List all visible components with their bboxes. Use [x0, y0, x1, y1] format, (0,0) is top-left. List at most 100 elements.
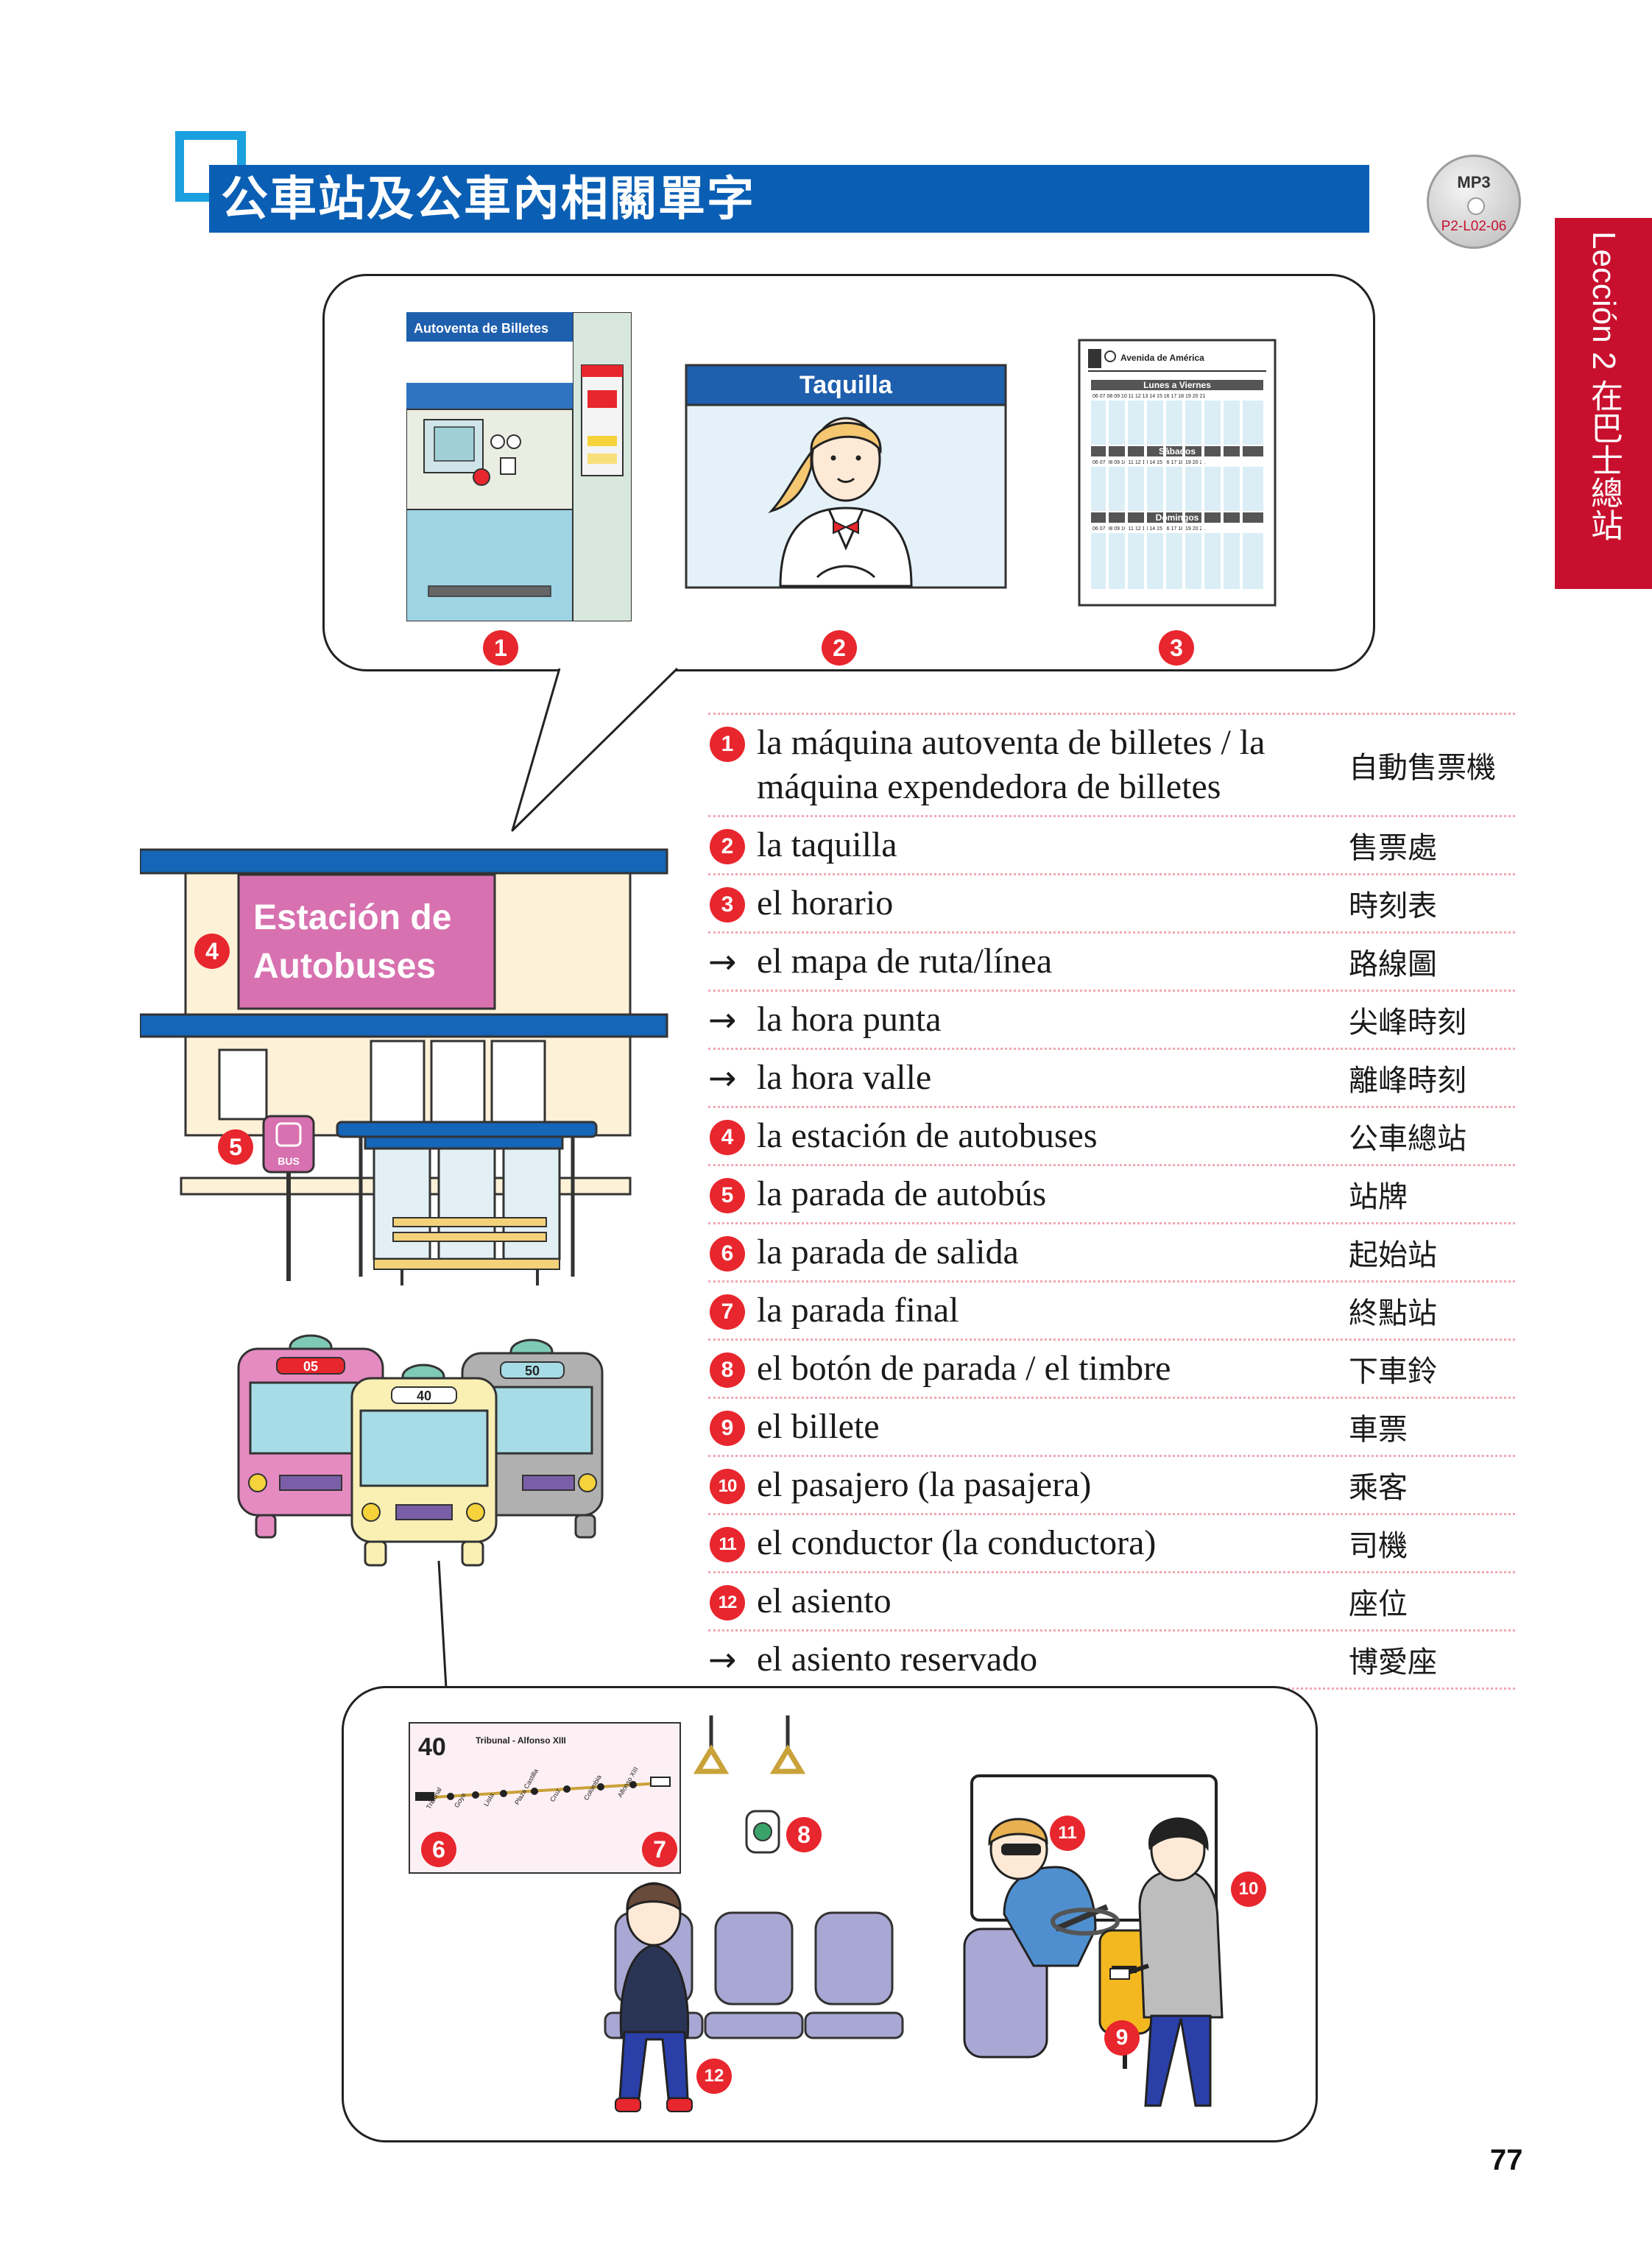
vocab-chinese: 站牌 [1349, 1180, 1408, 1214]
vocab-row: 6 la parada de salida 起始站 [708, 1222, 1515, 1280]
vocab-spanish: el botón de parada / el timbre [757, 1349, 1171, 1388]
vocab-marker: 6 [710, 1236, 745, 1271]
vocab-row: → el asiento reservado 博愛座 [708, 1629, 1515, 1690]
arrow-icon: → [708, 1058, 737, 1098]
timetable-section-weekdays: Lunes a Viernes 06 07 08 09 10 11 12 13 … [1091, 380, 1263, 445]
buses-illustration: 05 50 40 [237, 1334, 604, 1567]
svg-text:40: 40 [417, 1389, 431, 1403]
vocab-marker: 3 [710, 887, 745, 923]
bus-stop-sign: BUS [278, 1155, 300, 1167]
marker-8: 8 [786, 1817, 822, 1852]
vocab-marker: 10 [710, 1469, 745, 1504]
vocab-chinese: 自動售票機 [1349, 751, 1496, 785]
vocab-spanish: la taquilla [757, 825, 897, 864]
standing-passenger [1109, 1817, 1224, 2107]
svg-text:05: 05 [303, 1359, 318, 1374]
vocab-row: → la hora punta 尖峰時刻 [708, 990, 1515, 1048]
vocab-chinese: 終點站 [1349, 1297, 1437, 1330]
bus-station-illustration: Estación de Autobuses BUS [140, 848, 668, 1285]
vocab-chinese: 時刻表 [1349, 889, 1437, 923]
vocab-row: 11 el conductor (la conductora) 司機 [708, 1513, 1515, 1571]
marker-2: 2 [822, 630, 857, 666]
vocab-chinese: 公車總站 [1349, 1122, 1466, 1156]
route-title: Tribunal - Alfonso XIII [476, 1735, 566, 1746]
marker-4: 4 [194, 934, 230, 969]
mp3-disc-icon[interactable]: MP3 P2-L02-06 [1427, 155, 1521, 249]
vocab-spanish: la máquina autoventa de billetes / la má… [757, 723, 1266, 806]
vocab-marker: 11 [710, 1527, 745, 1562]
timetable-section-saturdays: Sábados 06 07 08 09 10 11 12 13 14 15 16… [1091, 446, 1263, 511]
mp3-track-code: P2-L02-06 [1441, 219, 1507, 234]
vocab-row: 7 la parada final 終點站 [708, 1280, 1515, 1338]
vocab-chinese: 離峰時刻 [1349, 1064, 1466, 1098]
vocab-row: 4 la estación de autobuses 公車總站 [708, 1106, 1515, 1164]
marker-3: 3 [1159, 630, 1194, 666]
title-bar [209, 165, 1369, 233]
vocab-marker: 1 [710, 727, 745, 762]
page-number: 77 [1490, 2144, 1523, 2176]
marker-10: 10 [1231, 1872, 1266, 1907]
vocab-chinese: 乘客 [1349, 1471, 1408, 1505]
vocab-marker: 8 [710, 1352, 745, 1388]
vocab-row: 8 el botón de parada / el timbre 下車鈴 [708, 1338, 1515, 1397]
vocab-spanish: la parada de autobús [757, 1174, 1047, 1213]
vocab-row: 1 la máquina autoventa de billetes / la … [708, 713, 1515, 815]
disc-hole [1467, 197, 1485, 215]
machine-sign: Autoventa de Billetes [414, 321, 548, 336]
marker-5: 5 [218, 1129, 253, 1165]
marker-1: 1 [483, 630, 518, 666]
vocab-marker: 2 [710, 829, 745, 864]
vocab-marker: 7 [710, 1294, 745, 1330]
arrow-icon: → [708, 1000, 737, 1040]
arrow-icon: → [708, 942, 737, 981]
vocab-spanish: la parada final [757, 1291, 959, 1330]
vocab-chinese: 路線圖 [1349, 948, 1437, 981]
vocab-marker: 12 [710, 1585, 745, 1620]
vocab-spanish: la estación de autobuses [757, 1116, 1098, 1155]
marker-6: 6 [421, 1832, 456, 1867]
vocab-chinese: 下車鈴 [1349, 1355, 1437, 1389]
vocab-spanish: el mapa de ruta/línea [757, 942, 1053, 981]
svg-text:06 07 08 09 10 11 12 13 14 15: 06 07 08 09 10 11 12 13 14 15 16 17 18 1… [1092, 526, 1205, 532]
vocab-spanish: el asiento [757, 1581, 892, 1620]
vocab-row: 3 el horario 時刻表 [708, 873, 1515, 931]
vocab-spanish: la hora punta [757, 1000, 942, 1039]
mp3-label: MP3 [1457, 173, 1491, 191]
vocab-row: → la hora valle 離峰時刻 [708, 1048, 1515, 1106]
svg-text:Domingos: Domingos [1156, 512, 1199, 523]
timetable-title: Avenida de América [1120, 353, 1204, 363]
vocab-chinese: 起始站 [1349, 1238, 1437, 1272]
vocab-chinese: 博愛座 [1349, 1646, 1437, 1679]
svg-text:06 07 08 09 10 11 12 13 14 15: 06 07 08 09 10 11 12 13 14 15 16 17 18 1… [1092, 394, 1205, 399]
marker-9: 9 [1104, 2020, 1140, 2056]
vocab-row: 5 la parada de autobús 站牌 [708, 1164, 1515, 1222]
bus-40: 40 [350, 1364, 498, 1567]
vocab-row: → el mapa de ruta/línea 路線圖 [708, 931, 1515, 990]
svg-text:Lunes a Viernes: Lunes a Viernes [1143, 380, 1211, 390]
vocab-row: 10 el pasajero (la pasajera) 乘客 [708, 1455, 1515, 1513]
lesson-side-tab: Lección 2 在巴士總站 [1555, 218, 1652, 589]
vocabulary-list: 1 la máquina autoventa de billetes / la … [708, 713, 1515, 1690]
timetable-section-sundays: Domingos 06 07 08 09 10 11 12 13 14 15 1… [1091, 512, 1263, 589]
vocab-row: 2 la taquilla 售票處 [708, 815, 1515, 873]
seated-passenger [615, 1882, 693, 2112]
vocab-chinese: 售票處 [1349, 831, 1437, 865]
vocab-spanish: la parada de salida [757, 1232, 1019, 1271]
vocab-chinese: 司機 [1349, 1529, 1408, 1563]
vocab-spanish: el pasajero (la pasajera) [757, 1465, 1092, 1504]
svg-text:06 07 08 09 10 11 12 13 14 15: 06 07 08 09 10 11 12 13 14 15 16 17 18 1… [1092, 460, 1205, 465]
svg-text:Sábados: Sábados [1159, 446, 1196, 456]
vocab-spanish: el asiento reservado [757, 1640, 1038, 1679]
ticket-machine-illustration: Autoventa de Billetes [406, 312, 632, 621]
driver [988, 1818, 1120, 1967]
marker-7: 7 [642, 1832, 677, 1867]
lesson-label: Lección 2 在巴士總站 [1586, 231, 1622, 541]
vocab-chinese: 座位 [1349, 1587, 1408, 1621]
vocab-marker: 9 [710, 1411, 745, 1446]
arrow-icon: → [708, 1640, 737, 1679]
svg-text:50: 50 [525, 1364, 540, 1378]
vocab-chinese: 尖峰時刻 [1349, 1006, 1466, 1040]
page-title: 公車站及公車內相關單字 [221, 172, 755, 227]
vocab-row: 12 el asiento 座位 [708, 1571, 1515, 1629]
marker-11: 11 [1050, 1816, 1085, 1851]
